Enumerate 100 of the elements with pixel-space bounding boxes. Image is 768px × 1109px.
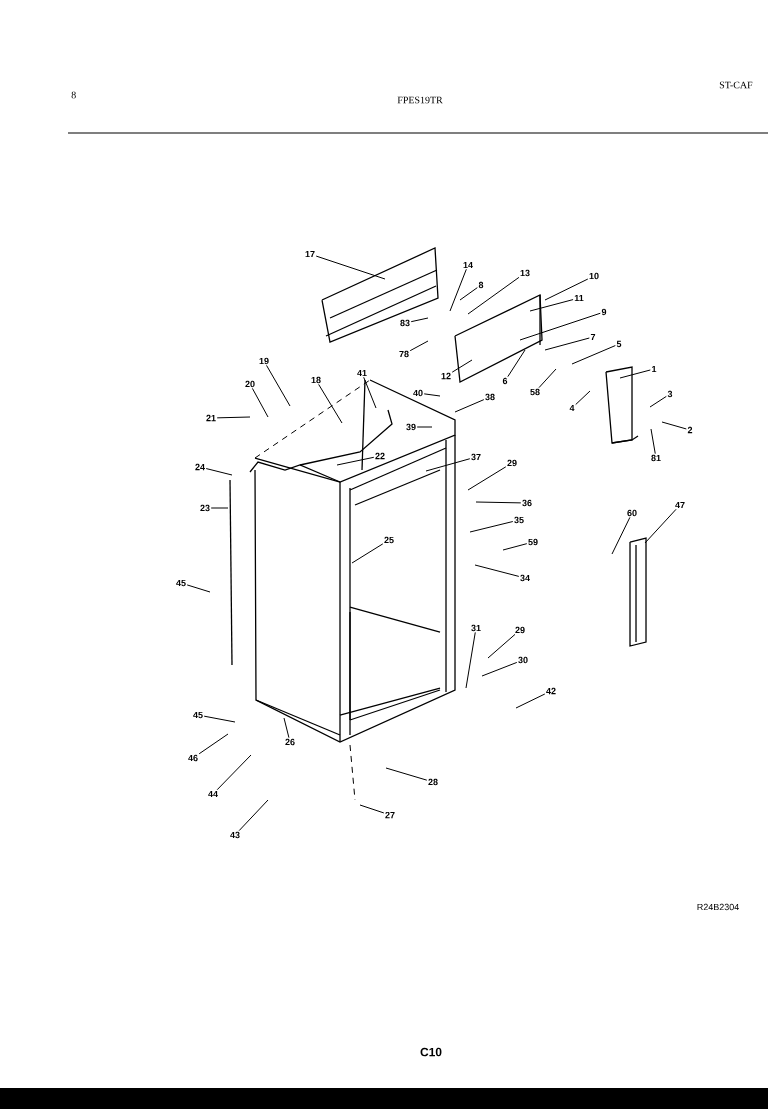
leader-line xyxy=(649,395,667,408)
leader-line xyxy=(203,715,236,723)
leader-line xyxy=(515,693,546,709)
leader-line xyxy=(216,416,251,419)
callout-number: 1 xyxy=(652,365,657,373)
leader-line xyxy=(336,456,375,466)
leader-line xyxy=(487,633,516,659)
leader-line xyxy=(571,345,616,365)
leader-line xyxy=(502,543,528,551)
leader-line xyxy=(251,387,269,418)
callout-number: 29 xyxy=(507,459,517,467)
callout-number: 2 xyxy=(687,426,693,434)
leader-line xyxy=(266,364,291,407)
callout-number: 38 xyxy=(485,393,495,401)
callout-number: 44 xyxy=(208,790,218,798)
leader-line xyxy=(454,399,485,413)
callout-number: 43 xyxy=(230,831,240,839)
leader-line xyxy=(475,501,522,504)
leader-line xyxy=(538,368,557,389)
callout-number: 60 xyxy=(627,509,637,517)
leader-line xyxy=(507,349,526,378)
drawing-number: R24B2304 xyxy=(697,903,739,911)
leader-line xyxy=(644,508,677,544)
callout-number: 4 xyxy=(569,404,575,412)
callout-number: 40 xyxy=(413,389,423,397)
callout-number: 59 xyxy=(528,538,538,546)
callout-number: 22 xyxy=(375,452,385,460)
leader-line xyxy=(467,466,507,491)
callout-number: 39 xyxy=(406,423,416,431)
callout-number: 13 xyxy=(520,269,530,277)
callout-number: 23 xyxy=(200,504,210,512)
leader-line xyxy=(363,376,377,409)
callout-number: 19 xyxy=(259,357,269,365)
header-code: ST-CAF xyxy=(719,81,753,89)
callout-number: 30 xyxy=(518,656,528,664)
leader-line xyxy=(238,799,269,832)
leader-line xyxy=(449,268,467,312)
leader-line xyxy=(474,564,520,577)
callout-number: 7 xyxy=(590,333,596,341)
callout-number: 10 xyxy=(589,272,599,280)
callout-number: 29 xyxy=(515,626,525,634)
callout-number: 12 xyxy=(441,372,451,380)
callout-number: 24 xyxy=(195,463,205,471)
leader-line xyxy=(611,516,631,555)
page-code: C10 xyxy=(420,1047,442,1057)
page-number: 8 xyxy=(71,91,76,99)
leader-line xyxy=(409,340,429,352)
callout-number: 41 xyxy=(357,369,367,377)
callout-number: 8 xyxy=(478,281,484,289)
leader-line xyxy=(465,631,476,689)
callout-number: 83 xyxy=(400,319,410,327)
callout-number: 11 xyxy=(574,294,584,302)
callout-number: 3 xyxy=(667,390,673,398)
callout-number: 34 xyxy=(520,574,530,582)
leader-line xyxy=(385,767,428,781)
leader-line xyxy=(198,733,229,755)
callout-number: 31 xyxy=(471,624,481,632)
leader-line xyxy=(544,337,590,351)
leader-line xyxy=(283,717,290,739)
callout-number: 17 xyxy=(305,250,315,258)
leader-line xyxy=(619,369,651,379)
callout-number: 58 xyxy=(530,388,540,396)
leader-line xyxy=(425,458,471,472)
callout-number: 26 xyxy=(285,738,295,746)
leader-line xyxy=(467,276,520,315)
callout-number: 28 xyxy=(428,778,438,786)
leader-line xyxy=(575,390,591,405)
leader-line xyxy=(519,312,601,341)
leader-line xyxy=(410,317,429,323)
leader-line xyxy=(186,584,211,593)
leader-line xyxy=(451,359,473,373)
callout-number: 42 xyxy=(546,687,556,695)
callout-number: 47 xyxy=(675,501,685,509)
leader-line xyxy=(210,507,229,509)
callout-number: 25 xyxy=(384,536,394,544)
callout-number: 5 xyxy=(616,340,622,348)
callout-number: 81 xyxy=(651,454,661,462)
callout-number: 36 xyxy=(522,499,532,507)
callout-number: 9 xyxy=(601,308,607,316)
callout-number: 45 xyxy=(193,711,203,719)
callout-number: 37 xyxy=(471,453,481,461)
callout-number: 27 xyxy=(385,811,395,819)
callout-number: 20 xyxy=(245,380,255,388)
leader-line xyxy=(318,383,343,424)
leader-line xyxy=(216,754,252,791)
leader-line xyxy=(544,278,589,301)
leader-line xyxy=(359,804,385,814)
leader-line xyxy=(351,543,384,564)
callout-number: 46 xyxy=(188,754,198,762)
leader-line xyxy=(416,426,433,428)
leader-line xyxy=(650,428,656,455)
leader-line xyxy=(459,287,478,301)
leader-line xyxy=(529,299,574,312)
callout-number: 21 xyxy=(206,414,216,422)
leader-line xyxy=(661,421,687,430)
model-number: FPES19TR xyxy=(397,96,443,104)
leader-line xyxy=(205,468,233,476)
leader-line xyxy=(315,255,386,280)
callout-number: 35 xyxy=(514,516,524,524)
leader-line xyxy=(481,661,518,677)
